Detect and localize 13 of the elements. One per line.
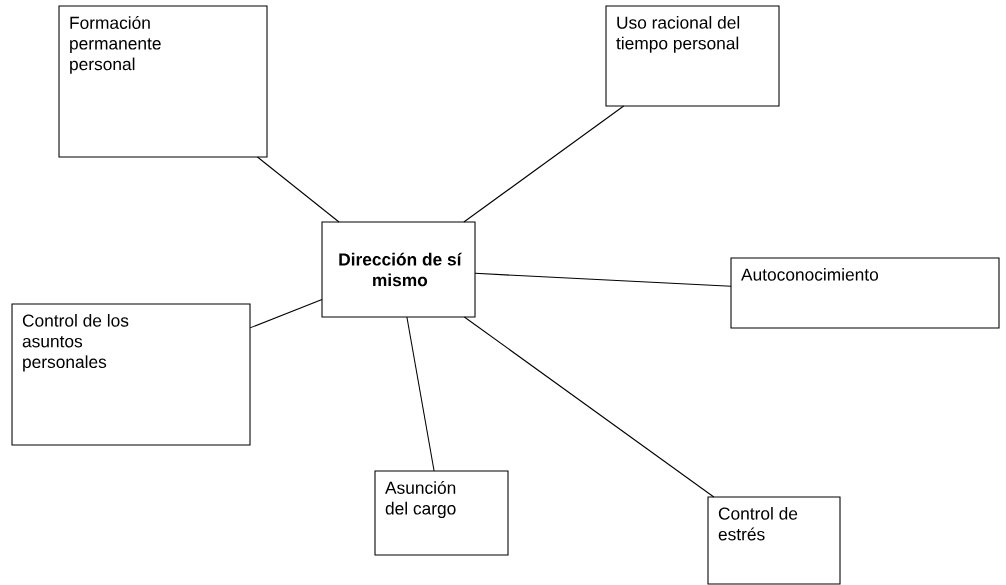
topic-box: Control de los asuntos personales (11, 303, 251, 446)
topic-box: Control de estrés (707, 496, 841, 585)
topic-box: Formación permanente personal (58, 5, 268, 158)
connector-line (463, 105, 625, 223)
connector-line (406, 316, 435, 472)
topic-box: Autoconocimiento (730, 257, 1000, 329)
connector-line (474, 272, 732, 287)
topic-box: Uso racional del tiempo personal (605, 5, 780, 107)
central-box: Dirección de sí mismo (321, 221, 476, 318)
connector-line (463, 316, 715, 498)
connector-line (256, 156, 340, 223)
connector-line (249, 299, 323, 329)
topic-box: Asunción del cargo (374, 470, 509, 556)
